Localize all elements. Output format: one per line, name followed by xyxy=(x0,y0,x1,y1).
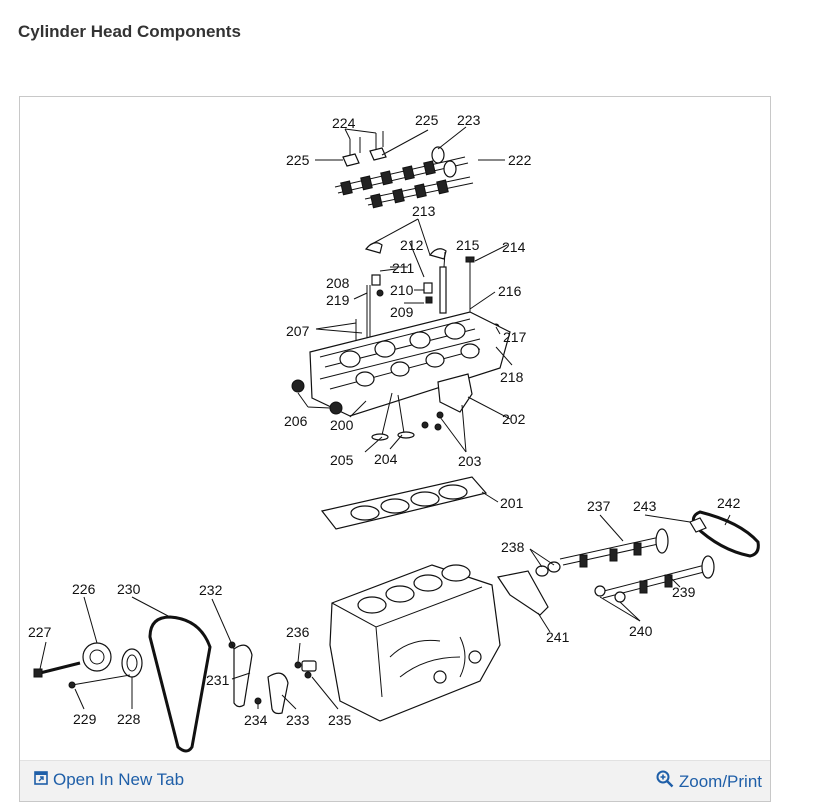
callout-209: 209 xyxy=(390,304,414,320)
callout-231: 231 xyxy=(206,672,230,688)
callout-219: 219 xyxy=(326,292,350,308)
callout-225: 225 xyxy=(415,112,439,128)
callout-232: 232 xyxy=(199,582,223,598)
callout-208: 208 xyxy=(326,275,350,291)
callout-223: 223 xyxy=(457,112,481,128)
callout-237: 237 xyxy=(587,498,611,514)
callout-214: 214 xyxy=(502,239,526,255)
callout-211: 211 xyxy=(392,260,415,276)
callout-234: 234 xyxy=(244,712,268,728)
front-timing-parts xyxy=(33,596,339,753)
callout-201: 201 xyxy=(500,495,524,511)
callout-229: 229 xyxy=(73,711,97,727)
camshaft-parts xyxy=(315,126,505,209)
callout-213: 213 xyxy=(412,203,436,219)
callout-227: 227 xyxy=(28,624,52,640)
engine-block xyxy=(329,564,501,722)
callout-224: 224 xyxy=(332,115,356,131)
callout-226: 226 xyxy=(72,581,96,597)
callout-241: 241 xyxy=(546,629,570,645)
callout-212: 212 xyxy=(400,237,424,253)
callout-225: 225 xyxy=(286,152,310,168)
callout-239: 239 xyxy=(672,584,696,600)
callout-236: 236 xyxy=(286,624,310,640)
figure-footer: Open In New Tab Zoom/Print xyxy=(20,760,770,801)
zoom-print-label: Zoom/Print xyxy=(678,771,762,791)
right-camshafts xyxy=(497,510,760,633)
callout-230: 230 xyxy=(117,581,141,597)
callout-222: 222 xyxy=(508,152,532,168)
callout-217: 217 xyxy=(503,329,527,345)
zoom-icon xyxy=(656,770,679,793)
zoom-print-link[interactable]: Zoom/Print xyxy=(656,770,762,793)
callout-207: 207 xyxy=(286,323,310,339)
callout-210: 210 xyxy=(390,282,414,298)
diagram-figure: 224 225 223 225 222 213 212 215 214 211 … xyxy=(19,96,771,802)
callout-labels: 224 225 223 225 222 213 212 215 214 211 … xyxy=(28,112,741,728)
callout-228: 228 xyxy=(117,711,141,727)
callout-205: 205 xyxy=(330,452,354,468)
open-in-new-tab-label: Open In New Tab xyxy=(53,770,185,789)
cylinder-head-parts xyxy=(291,218,513,453)
callout-243: 243 xyxy=(633,498,657,514)
open-tab-icon xyxy=(34,770,53,790)
callout-235: 235 xyxy=(328,712,352,728)
cylinder-head-diagram: 224 225 223 225 222 213 212 215 214 211 … xyxy=(28,112,760,753)
callout-238: 238 xyxy=(501,539,525,555)
callout-206: 206 xyxy=(284,413,308,429)
callout-202: 202 xyxy=(502,411,526,427)
callout-216: 216 xyxy=(498,283,522,299)
page-title: Cylinder Head Components xyxy=(18,22,241,41)
callout-233: 233 xyxy=(286,712,310,728)
callout-204: 204 xyxy=(374,451,398,467)
callout-218: 218 xyxy=(500,369,524,385)
callout-200: 200 xyxy=(330,417,354,433)
callout-215: 215 xyxy=(456,237,480,253)
callout-240: 240 xyxy=(629,623,653,639)
callout-242: 242 xyxy=(717,495,741,511)
head-gasket xyxy=(320,476,499,530)
open-in-new-tab-link[interactable]: Open In New Tab xyxy=(34,770,184,790)
callout-203: 203 xyxy=(458,453,482,469)
